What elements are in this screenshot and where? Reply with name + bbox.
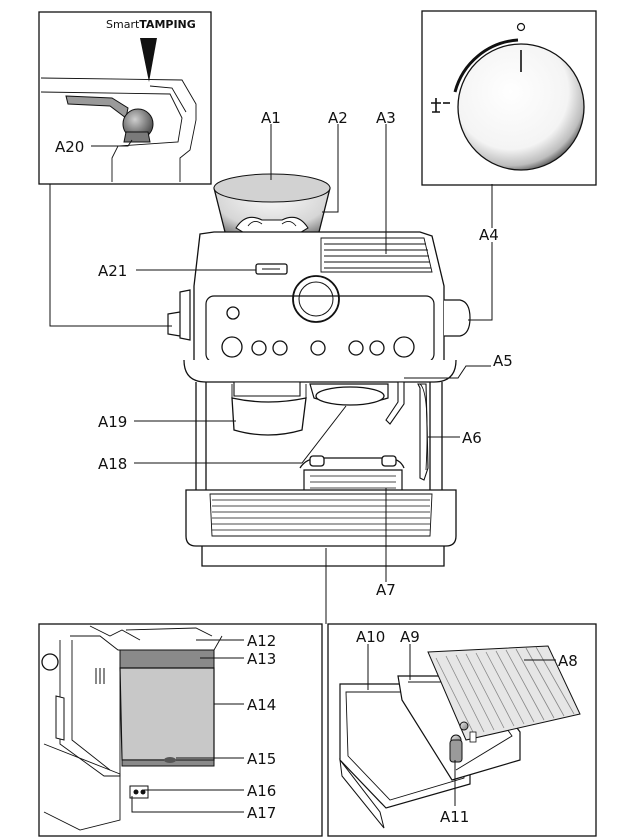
espresso-machine [167,173,471,567]
steam-knob-icon [431,98,450,113]
label-a18: A18 [98,455,127,473]
label-a10: A10 [356,628,385,646]
rear-view-inset [38,623,323,837]
label-a20: A20 [55,138,84,156]
label-a9: A9 [400,628,420,646]
label-a8: A8 [558,652,578,670]
label-a2: A2 [328,109,348,127]
label-a5: A5 [493,352,513,370]
tray-leader-lines [367,644,556,806]
rear-leader-lines [131,639,244,813]
label-a11: A11 [440,808,469,826]
arrow-icon [140,38,157,82]
steam-knob-inset [421,10,597,186]
label-a19: A19 [98,413,127,431]
label-a13: A13 [247,650,276,668]
label-a1: A1 [261,109,281,127]
label-a6: A6 [462,429,482,447]
tamping-inset: SmartTAMPING A20 [38,11,212,185]
label-a21: A21 [98,262,127,280]
label-a15: A15 [247,750,276,768]
label-a12: A12 [247,632,276,650]
leader-lines [49,124,493,624]
label-a17: A17 [247,804,276,822]
label-a3: A3 [376,109,396,127]
drip-tray-inset [327,623,597,837]
inset-title: SmartTAMPING [106,18,196,31]
label-a7: A7 [376,581,396,599]
label-a16: A16 [247,782,276,800]
label-a14: A14 [247,696,276,714]
label-a4: A4 [479,226,499,244]
